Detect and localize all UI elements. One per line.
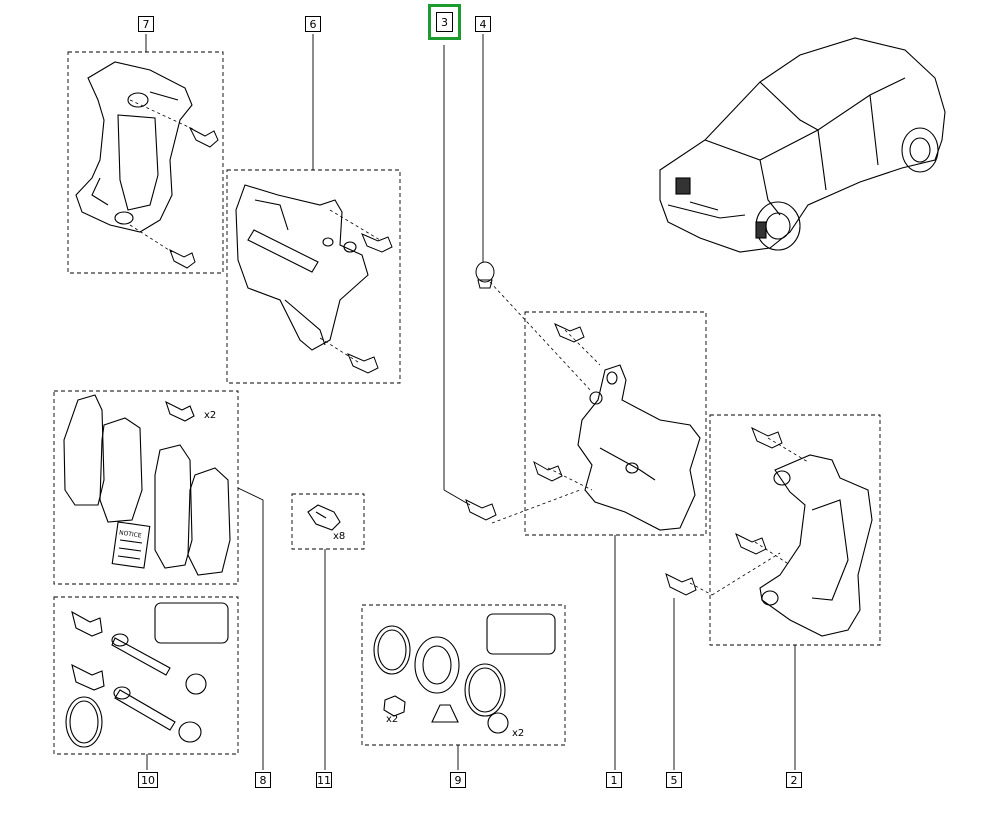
box-part-2 <box>709 414 881 646</box>
guide-kit-part-10 <box>65 602 229 748</box>
pad-set-part-8 <box>63 394 231 576</box>
callout-2[interactable]: 2 <box>786 772 802 788</box>
box-part-7 <box>67 51 224 274</box>
qty-clip: x8 <box>333 531 346 542</box>
leader-lines <box>145 34 796 770</box>
qty-kit9-bushing: x2 <box>512 728 525 739</box>
bolts-part-6 <box>347 233 393 374</box>
callout-3-highlighted[interactable]: 3 <box>428 4 461 40</box>
box-part-11 <box>291 493 365 550</box>
callout-11[interactable]: 11 <box>316 772 332 788</box>
callout-10[interactable]: 10 <box>138 772 158 788</box>
box-part-1 <box>524 311 707 536</box>
box-part-6 <box>226 169 401 384</box>
box-part-9 <box>361 604 566 746</box>
callout-5[interactable]: 5 <box>666 772 682 788</box>
bolts-part-1 <box>465 323 585 521</box>
callout-7[interactable]: 7 <box>138 16 154 32</box>
car-illustration <box>659 37 946 253</box>
caliper-part-1 <box>577 364 701 531</box>
caliper-part-6 <box>235 184 369 351</box>
qty-kit9-bolt: x2 <box>386 714 399 725</box>
bolts-part-7 <box>169 126 219 269</box>
callout-6[interactable]: 6 <box>305 16 321 32</box>
qty-pads-bolt: x2 <box>204 410 217 421</box>
callout-4[interactable]: 4 <box>475 16 491 32</box>
bracket-part-7 <box>75 61 193 233</box>
seal-kit-part-9 <box>373 613 556 734</box>
bracket-part-2 <box>759 454 873 637</box>
bolts-part-2 <box>735 426 783 555</box>
cap-part-4 <box>475 261 495 289</box>
box-part-8 <box>53 390 239 585</box>
callout-1[interactable]: 1 <box>606 772 622 788</box>
callout-8[interactable]: 8 <box>255 772 271 788</box>
assembly-lines <box>129 99 809 596</box>
box-part-10 <box>53 596 239 755</box>
callout-9[interactable]: 9 <box>450 772 466 788</box>
group-boxes <box>53 51 881 755</box>
clip-part-11 <box>307 504 341 531</box>
bolt-part-5 <box>665 573 697 596</box>
